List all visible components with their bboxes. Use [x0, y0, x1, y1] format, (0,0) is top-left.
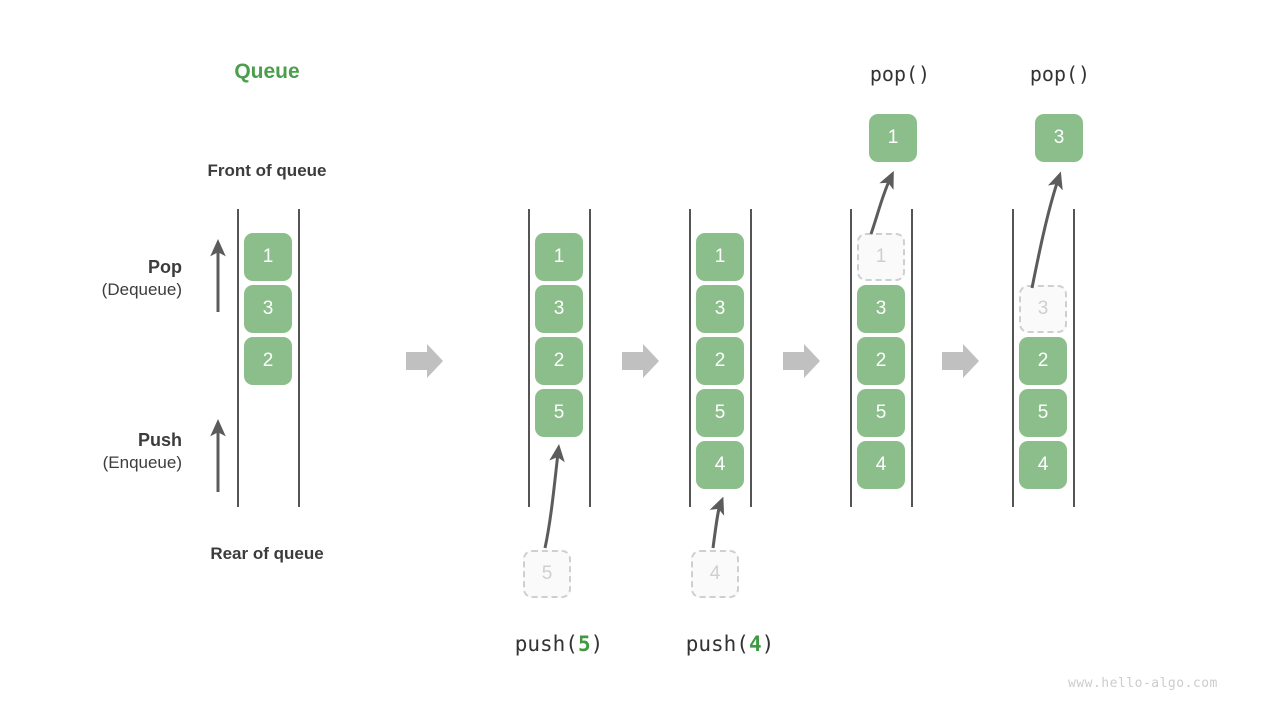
queue-cell: 2	[1019, 337, 1067, 385]
push-5-argument: 5	[577, 632, 591, 656]
push-4-prefix: push(	[685, 632, 749, 656]
transition-arrow-2	[622, 344, 659, 378]
queue-outgoing-cell: 3	[1035, 114, 1083, 162]
queue-cell: 1	[244, 233, 292, 281]
push-4-arrow	[709, 496, 725, 549]
queue-rail-right-col3	[750, 209, 752, 507]
transition-arrow-3	[783, 344, 820, 378]
push-label-main: Push	[137, 430, 182, 450]
queue-rail-left-col2	[528, 209, 530, 507]
queue-rail-right-col5	[1073, 209, 1075, 507]
queue-cell: 4	[696, 441, 744, 489]
queue-cell: 2	[696, 337, 744, 385]
queue-outgoing-cell: 1	[869, 114, 917, 162]
queue-cell: 5	[857, 389, 905, 437]
queue-cell: 2	[535, 337, 583, 385]
queue-cell: 4	[1019, 441, 1067, 489]
push-4-suffix: )	[761, 632, 775, 656]
queue-cell: 5	[535, 389, 583, 437]
queue-cell: 3	[696, 285, 744, 333]
queue-rail-left-col5	[1012, 209, 1014, 507]
queue-cell: 3	[244, 285, 292, 333]
queue-rail-left-col4	[850, 209, 852, 507]
front-of-queue-label: Front of queue	[207, 161, 327, 180]
queue-rail-left-col3	[689, 209, 691, 507]
queue-rail-right-col2	[589, 209, 591, 507]
queue-cell: 5	[1019, 389, 1067, 437]
push-5-suffix: )	[590, 632, 604, 656]
pop-label-sub: (Dequeue)	[101, 280, 182, 300]
push-4-operation: push(4)	[640, 632, 820, 656]
queue-cell: 1	[857, 233, 905, 281]
transition-arrow-4	[942, 344, 979, 378]
pop-label-group: Pop (Dequeue)	[40, 255, 182, 302]
push-5-arrow	[543, 444, 565, 549]
push-label-group: Push (Enqueue)	[40, 428, 182, 475]
pop-label-main: Pop	[148, 257, 182, 277]
push-4-argument: 4	[748, 632, 762, 656]
queue-cell: 1	[696, 233, 744, 281]
queue-cell: 3	[857, 285, 905, 333]
queue-cell: 5	[696, 389, 744, 437]
pop-1-arrow	[869, 170, 894, 235]
queue-rail-right-col1	[298, 209, 300, 507]
push-5-operation: push(5)	[469, 632, 649, 656]
queue-incoming-cell: 4	[691, 550, 739, 598]
queue-rail-right-col4	[911, 209, 913, 507]
pop-call-1-label: pop()	[869, 62, 931, 86]
pop-call-2-label: pop()	[1029, 62, 1091, 86]
push-5-prefix: push(	[514, 632, 578, 656]
queue-cell: 1	[535, 233, 583, 281]
watermark: www.hello-algo.com	[1068, 676, 1218, 691]
transition-arrow-1	[406, 344, 443, 378]
page-title: Queue	[234, 60, 300, 83]
queue-cell: 2	[244, 337, 292, 385]
rear-of-queue-label: Rear of queue	[210, 544, 324, 563]
queue-incoming-cell: 5	[523, 550, 571, 598]
queue-cell: 2	[857, 337, 905, 385]
queue-cell: 4	[857, 441, 905, 489]
queue-rail-left-col1	[237, 209, 239, 507]
pop-3-arrow	[1030, 171, 1063, 289]
queue-cell: 3	[1019, 285, 1067, 333]
queue-cell: 3	[535, 285, 583, 333]
push-label-sub: (Enqueue)	[102, 453, 182, 473]
